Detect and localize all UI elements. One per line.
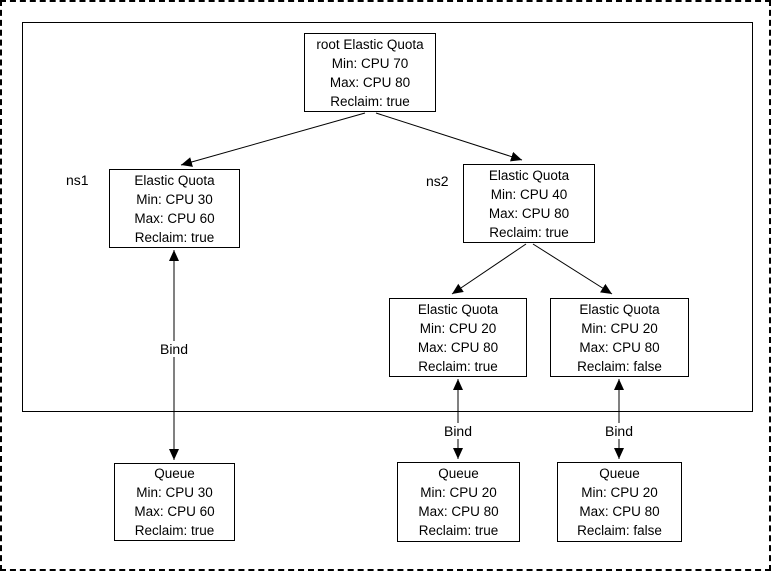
label-ns1: ns1 [66, 172, 89, 188]
node-min: Min: CPU 20 [581, 320, 658, 336]
elastic-quota-boundary [22, 22, 753, 412]
bind-label-left: Bind [155, 341, 193, 357]
node-max: Max: CPU 60 [134, 504, 215, 519]
node-title: Elastic Quota [579, 301, 660, 317]
bind-label-right: Bind [600, 423, 638, 439]
node-queue-left: Queue Min: CPU 30 Max: CPU 60 Reclaim: t… [114, 463, 235, 541]
node-title: Queue [438, 466, 479, 481]
node-reclaim: Reclaim: true [134, 229, 215, 245]
node-title: root Elastic Quota [316, 36, 424, 52]
node-root-elastic-quota: root Elastic Quota Min: CPU 70 Max: CPU … [304, 33, 436, 112]
node-ns2-elastic-quota: Elastic Quota Min: CPU 40 Max: CPU 80 Re… [463, 164, 595, 243]
node-min: Min: CPU 30 [136, 485, 213, 500]
node-max: Max: CPU 80 [418, 504, 499, 519]
node-min: Min: CPU 30 [136, 191, 213, 207]
node-reclaim: Reclaim: false [577, 523, 662, 538]
node-title: Elastic Quota [417, 301, 499, 317]
node-queue-mid: Queue Min: CPU 20 Max: CPU 80 Reclaim: t… [397, 462, 520, 542]
node-ns2-child-quota-right: Elastic Quota Min: CPU 20 Max: CPU 80 Re… [550, 298, 689, 377]
node-max: Max: CPU 80 [329, 74, 411, 90]
node-reclaim: Reclaim: true [330, 93, 410, 109]
node-max: Max: CPU 80 [579, 504, 660, 519]
node-title: Queue [154, 466, 195, 481]
node-title: Queue [599, 466, 640, 481]
node-min: Min: CPU 20 [420, 485, 497, 500]
node-reclaim: Reclaim: true [489, 224, 569, 240]
bind-label-mid: Bind [439, 423, 477, 439]
node-queue-right: Queue Min: CPU 20 Max: CPU 80 Reclaim: f… [557, 462, 682, 542]
node-reclaim: Reclaim: true [418, 523, 499, 538]
node-reclaim: Reclaim: true [134, 523, 215, 538]
node-ns2-child-quota-left: Elastic Quota Min: CPU 20 Max: CPU 80 Re… [389, 298, 527, 377]
node-min: Min: CPU 40 [490, 186, 568, 202]
node-max: Max: CPU 80 [488, 205, 570, 221]
node-reclaim: Reclaim: false [577, 358, 662, 374]
label-ns2: ns2 [426, 173, 449, 189]
node-title: Elastic Quota [488, 167, 570, 183]
node-min: Min: CPU 20 [419, 320, 497, 336]
node-title: Elastic Quota [134, 172, 215, 188]
node-reclaim: Reclaim: true [418, 358, 498, 374]
node-max: Max: CPU 80 [417, 339, 499, 355]
node-max: Max: CPU 80 [579, 339, 660, 355]
node-min: Min: CPU 20 [581, 485, 658, 500]
node-ns1-elastic-quota: Elastic Quota Min: CPU 30 Max: CPU 60 Re… [109, 169, 240, 248]
node-max: Max: CPU 60 [134, 210, 215, 226]
node-min: Min: CPU 70 [331, 55, 409, 71]
